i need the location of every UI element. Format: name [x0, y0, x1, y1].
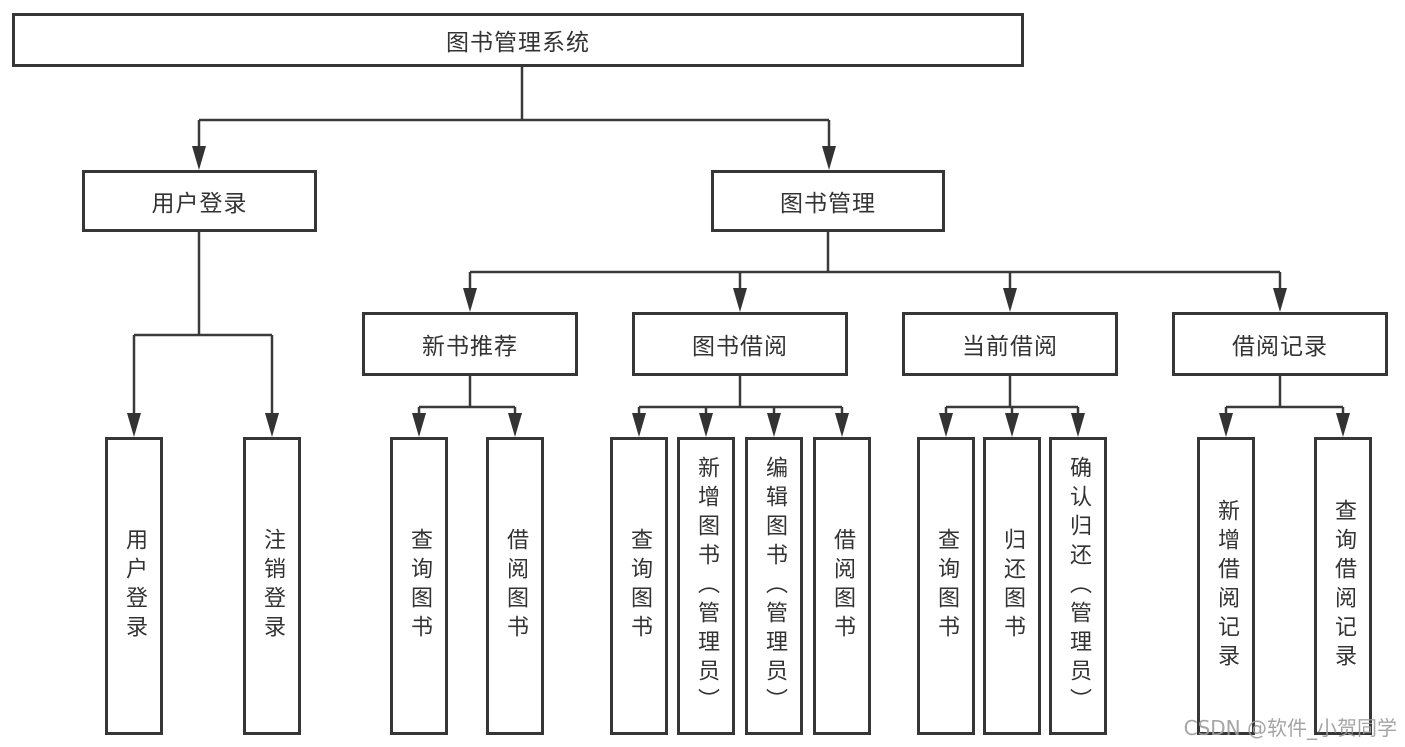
arrowhead: [632, 413, 646, 437]
arrowheads: [127, 146, 1350, 437]
leaf-edit-book-admin: 编辑图书（管理员）: [745, 437, 803, 735]
leaf-return-books: 归还图书: [983, 437, 1041, 735]
arrowhead: [1273, 288, 1287, 312]
leaf-add-borrow-record-label: 新增借阅记录: [1214, 499, 1239, 673]
arrowhead: [733, 288, 747, 312]
connector-new-book-split: [417, 376, 517, 419]
node-borrow-records-label: 借阅记录: [1232, 334, 1328, 360]
arrowhead: [767, 413, 781, 437]
arrowhead: [508, 413, 522, 437]
leaf-return-books-label: 归还图书: [1000, 528, 1025, 644]
arrowhead: [463, 288, 477, 312]
node-current-borrow-label: 当前借阅: [962, 334, 1058, 360]
leaf-borrow-books-recommend-label: 借阅图书: [503, 528, 528, 644]
arrowhead: [1003, 288, 1017, 312]
leaf-borrow-books-borrow: 借阅图书: [813, 437, 871, 735]
leaf-logout: 注销登录: [243, 437, 301, 735]
leaf-query-books-borrow: 查询图书: [610, 437, 668, 735]
csdn-watermark: CSDN @软件_小贺同学: [1183, 716, 1397, 740]
node-user-login: 用户登录: [82, 170, 317, 232]
leaf-borrow-books-recommend: 借阅图书: [486, 437, 544, 735]
leaf-query-books-borrow-label: 查询图书: [627, 528, 652, 644]
node-book-borrow-label: 图书借阅: [692, 334, 788, 360]
arrowhead: [412, 413, 426, 437]
connector-book-management-split: [468, 232, 1282, 294]
leaf-query-borrow-record-label: 查询借阅记录: [1331, 499, 1356, 673]
leaf-logout-label: 注销登录: [260, 528, 285, 644]
connector-root-stem: [197, 67, 831, 152]
connector-book-borrow-split: [637, 376, 844, 419]
node-new-book-recommend-label: 新书推荐: [422, 334, 518, 360]
leaf-user-login: 用户登录: [105, 437, 163, 735]
leaf-borrow-books-borrow-label: 借阅图书: [830, 528, 855, 644]
leaf-query-books-current-label: 查询图书: [934, 528, 959, 644]
arrowhead: [1219, 413, 1233, 437]
arrowhead: [127, 413, 141, 437]
arrowhead: [1005, 413, 1019, 437]
arrowhead: [192, 146, 206, 170]
connector-user-login-split: [132, 232, 274, 419]
connector-borrow-records-split: [1224, 376, 1345, 419]
leaf-query-books-recommend-label: 查询图书: [407, 528, 432, 644]
node-new-book-recommend: 新书推荐: [362, 312, 578, 376]
arrowhead: [265, 413, 279, 437]
leaf-query-borrow-record: 查询借阅记录: [1314, 437, 1372, 735]
connector-current-borrow-split: [944, 376, 1080, 419]
leaf-edit-book-admin-label: 编辑图书（管理员）: [762, 455, 787, 717]
node-current-borrow: 当前借阅: [902, 312, 1118, 376]
arrowhead: [699, 413, 713, 437]
node-book-borrow: 图书借阅: [632, 312, 848, 376]
leaf-add-book-admin: 新增图书（管理员）: [677, 437, 735, 735]
arrowhead: [835, 413, 849, 437]
node-borrow-records: 借阅记录: [1172, 312, 1388, 376]
leaf-add-book-admin-label: 新增图书（管理员）: [694, 455, 719, 717]
node-book-management-label: 图书管理: [780, 191, 876, 217]
leaf-user-login-label: 用户登录: [122, 528, 147, 644]
arrowhead: [1071, 413, 1085, 437]
arrowhead: [939, 413, 953, 437]
leaf-add-borrow-record: 新增借阅记录: [1197, 437, 1255, 735]
arrowhead: [822, 146, 836, 170]
leaf-query-books-recommend: 查询图书: [390, 437, 448, 735]
leaf-query-books-current: 查询图书: [917, 437, 975, 735]
node-root: 图书管理系统: [12, 13, 1024, 67]
leaf-confirm-return-admin-label: 确认归还（管理员）: [1066, 455, 1091, 717]
arrowhead: [1336, 413, 1350, 437]
node-root-label: 图书管理系统: [446, 30, 590, 56]
leaf-confirm-return-admin: 确认归还（管理员）: [1049, 437, 1107, 735]
node-user-login-label: 用户登录: [151, 191, 248, 217]
node-book-management: 图书管理: [711, 170, 945, 232]
